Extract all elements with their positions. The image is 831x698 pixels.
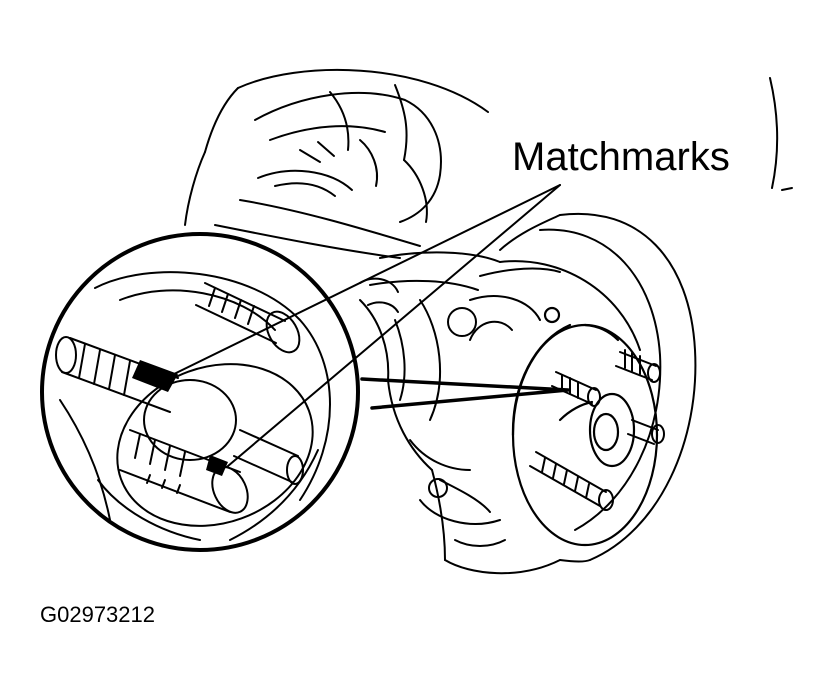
disc-rotor-drawing [479,212,697,563]
matchmark-hub [132,360,178,392]
figure-code: G02973212 [40,602,155,627]
callout-pointer [360,377,570,410]
steering-knuckle-and-caliper-drawing [184,68,793,575]
axle-hub-drawing [511,306,665,547]
detail-circle [40,232,360,552]
matchmark-leader-lines [171,184,561,467]
matchmark-stud [206,455,228,476]
matchmarks-label: Matchmarks [512,135,730,179]
magnified-detail-callout [40,232,570,552]
